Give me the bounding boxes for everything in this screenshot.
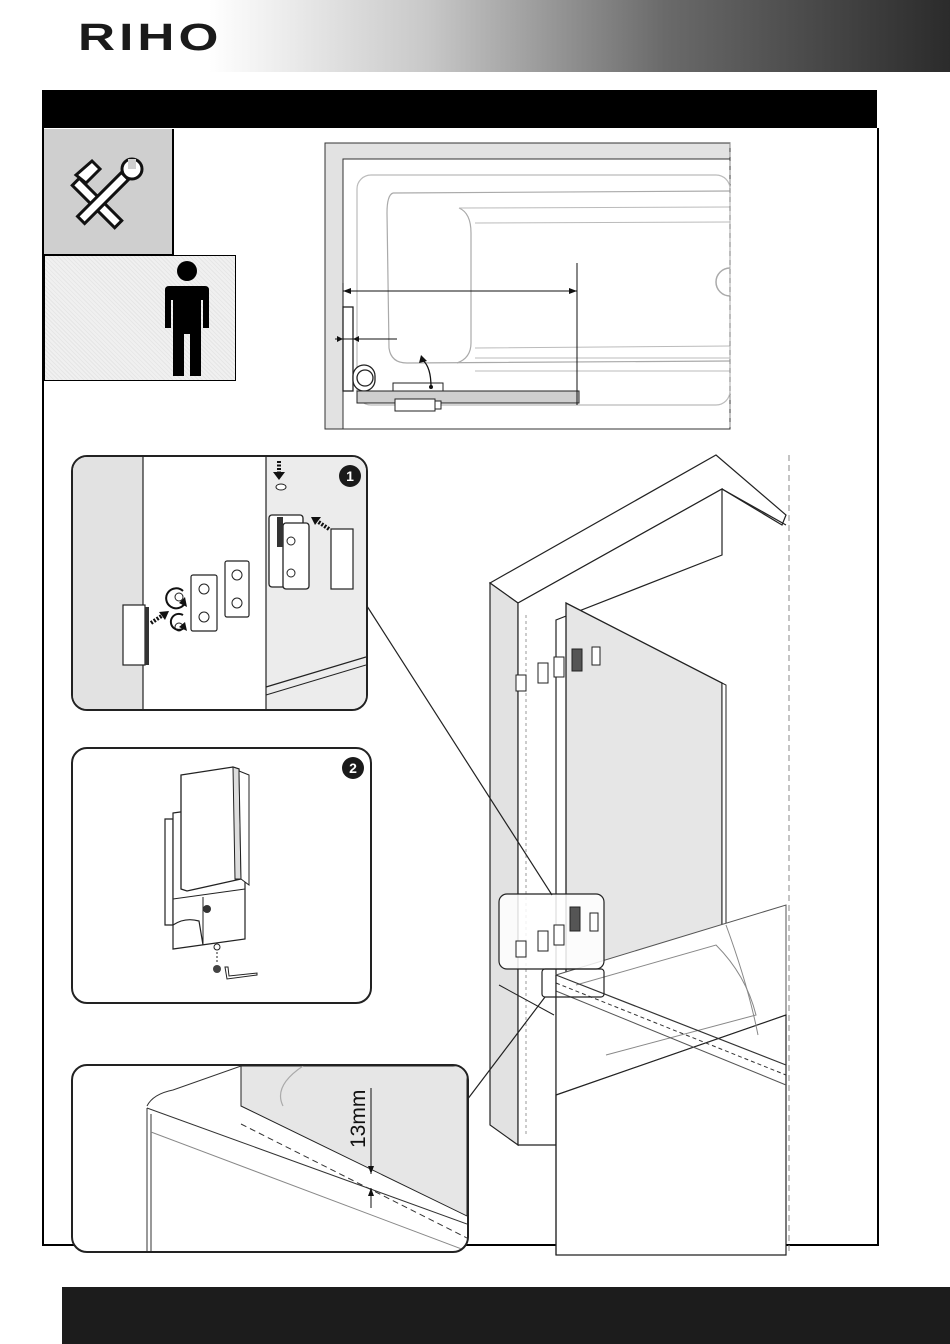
allen-key-icon xyxy=(223,963,259,983)
step-2-illustration xyxy=(73,749,370,1002)
step-2-panel: 2 xyxy=(71,747,372,1004)
gap-dimension-label: 13mm xyxy=(347,1090,371,1148)
step-1-illustration xyxy=(73,457,366,709)
gap-detail-panel: 13mm xyxy=(71,1064,469,1253)
arrow-icon xyxy=(271,461,287,481)
arrow-icon xyxy=(149,609,171,627)
footer-bar xyxy=(62,1287,950,1344)
arrow-icon xyxy=(307,513,331,533)
gap-detail-illustration xyxy=(73,1066,467,1251)
step-2-number: 2 xyxy=(342,757,364,779)
step-1-panel: 1 xyxy=(71,455,368,711)
step-1-number: 1 xyxy=(339,465,361,487)
